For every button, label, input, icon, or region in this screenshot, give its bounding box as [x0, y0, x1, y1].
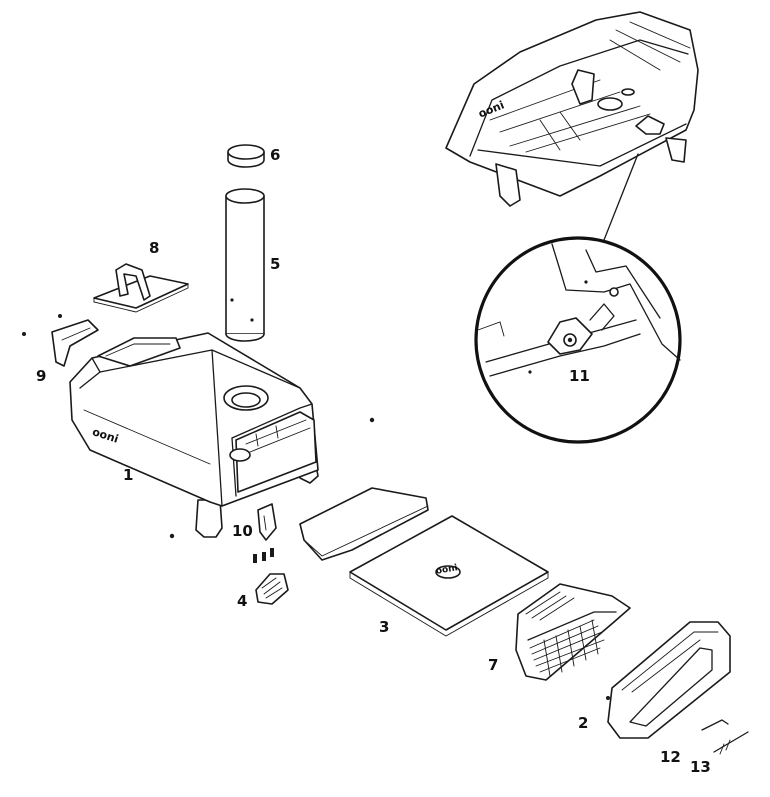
chimney-cap: [227, 144, 265, 168]
hinge-bracket: [22, 314, 99, 367]
chimney-pipe: [225, 188, 265, 342]
oven-underside-view: [445, 11, 699, 207]
door-part: [606, 621, 731, 739]
label-part-12: 12: [660, 748, 681, 766]
oven-body: [69, 332, 375, 539]
fuel-tray: [515, 583, 631, 681]
fuel-tray-grate: [529, 619, 605, 677]
label-part-3: 3: [379, 618, 390, 636]
label-part-1: 1: [123, 466, 134, 484]
detail-magnifier: [474, 236, 682, 444]
part-4-block: [255, 573, 289, 605]
label-part-5: 5: [270, 255, 281, 273]
part-10-bracket: [257, 503, 277, 541]
label-part-13: 13: [690, 758, 711, 776]
pizza-stone: [349, 515, 549, 637]
detail-leader-line: [603, 153, 639, 241]
label-part-6: 6: [270, 146, 281, 164]
screw-13: [713, 731, 749, 755]
label-part-8: 8: [149, 239, 160, 257]
label-part-7: 7: [488, 656, 499, 674]
label-part-10: 10: [232, 522, 253, 540]
pizza-stone-half: [299, 487, 429, 561]
allen-key: [701, 719, 729, 731]
label-part-2: 2: [578, 714, 589, 732]
vent-cover: [93, 263, 189, 313]
label-part-4: 4: [237, 592, 248, 610]
small-screws: [253, 548, 274, 563]
label-part-9: 9: [36, 367, 47, 385]
label-part-11: 11: [569, 367, 590, 385]
